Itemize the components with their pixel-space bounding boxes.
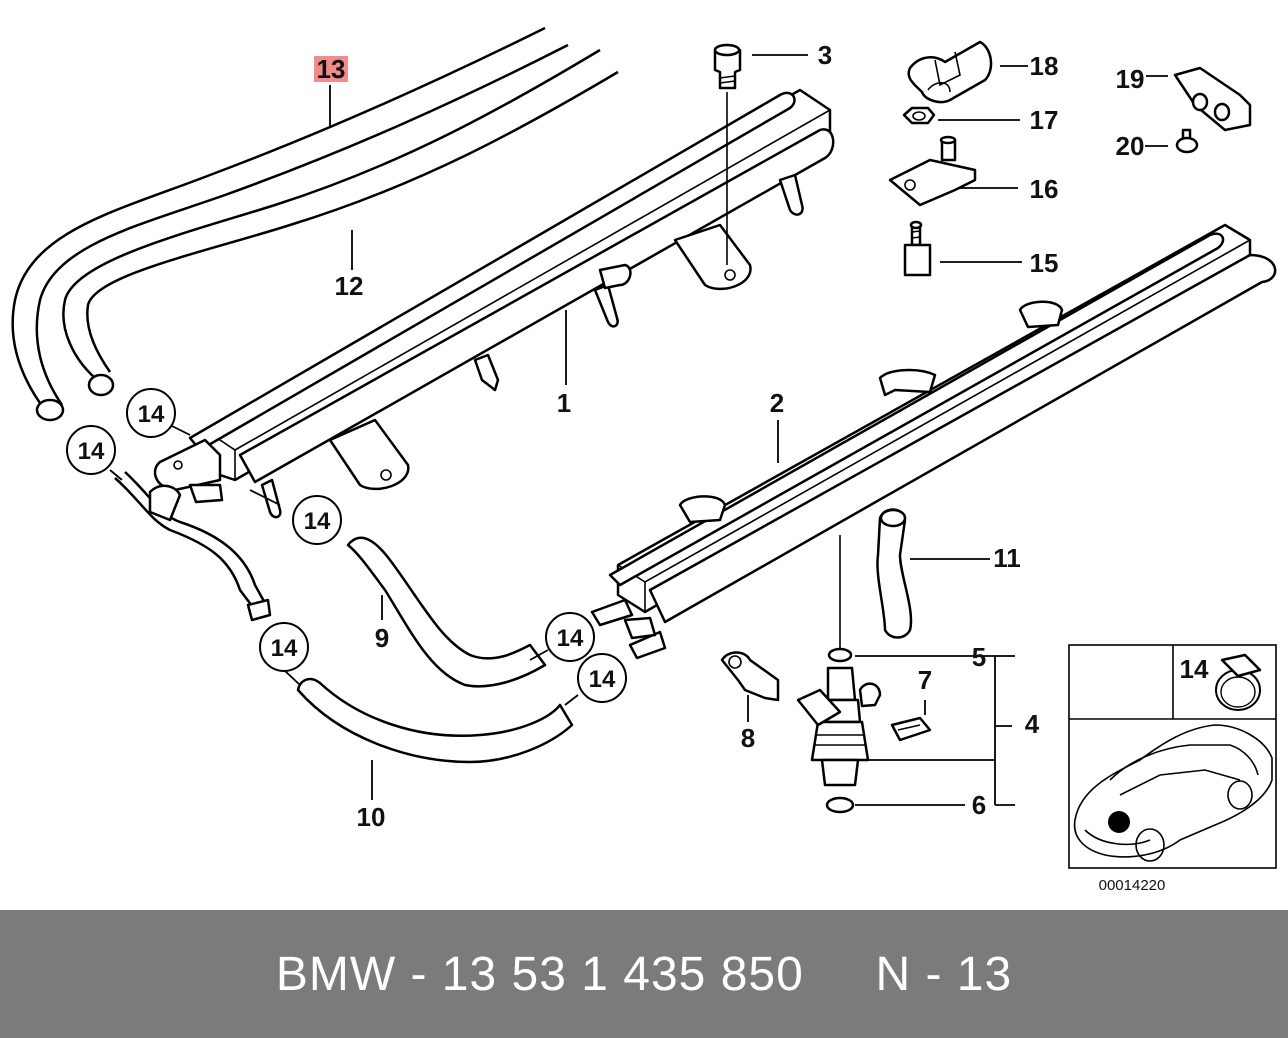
- label-7: 7: [918, 665, 932, 695]
- hose-13-end: [35, 398, 65, 422]
- clamp-bubble-label: 14: [138, 401, 165, 428]
- parts-diagram: 14 14 14 14 14 14 13 12 1 2 3 18 17 16 1…: [11, 26, 1277, 894]
- label-10: 10: [357, 802, 386, 832]
- clamp-bubble: 14: [126, 388, 176, 438]
- label-13: 13: [317, 54, 346, 84]
- label-6: 6: [972, 790, 986, 820]
- clamp-bubble: 14: [577, 653, 627, 703]
- label-19: 19: [1116, 64, 1145, 94]
- label-8: 8: [741, 723, 755, 753]
- clamp-bubble: 14: [66, 425, 116, 475]
- hose-13-outer: [11, 26, 569, 411]
- clamp-bubble: 14: [259, 622, 309, 672]
- clamp-bubble: 14: [292, 495, 342, 545]
- label-9: 9: [375, 623, 389, 653]
- label-16: 16: [1030, 174, 1059, 204]
- clamp-bubble-label: 14: [304, 508, 331, 535]
- part-18-bracket: [907, 40, 993, 104]
- part-number-caption: BMW - 13 53 1 435 850 N - 13: [275, 947, 1013, 1001]
- clamp-bubble: 14: [545, 612, 595, 662]
- clip-7: [890, 716, 932, 742]
- hose-12-end: [87, 373, 115, 397]
- hose-clamp-icon: [1215, 653, 1262, 711]
- fuel-rail-1: [153, 88, 835, 519]
- part-17-nut: [902, 106, 936, 125]
- label-2: 2: [770, 388, 784, 418]
- label-20: 20: [1116, 131, 1145, 161]
- part-15-spacer: [903, 220, 932, 277]
- label-15: 15: [1030, 248, 1059, 278]
- hose-12-inner: [62, 48, 619, 379]
- bolt-3: [713, 43, 742, 265]
- part-16-bracket: [888, 135, 977, 207]
- clamp-bubble-label: 14: [557, 625, 584, 652]
- clamp-bubble-label: 14: [271, 635, 298, 662]
- hose-10: [296, 677, 574, 764]
- part-20-screw: [1175, 128, 1199, 154]
- label-11: 11: [993, 543, 1021, 573]
- highlight-13: [314, 56, 348, 82]
- hose-11: [876, 508, 913, 639]
- label-1: 1: [557, 388, 571, 418]
- label-18: 18: [1030, 51, 1059, 81]
- label-12: 12: [335, 271, 364, 301]
- label-17: 17: [1030, 105, 1059, 135]
- hose-9: [346, 536, 547, 688]
- label-4: 4: [1025, 709, 1040, 739]
- clamp-bubble-label: 14: [589, 666, 616, 693]
- leader-lines: [109, 54, 1168, 806]
- part-19-holder: [1173, 66, 1252, 132]
- car-location-icon: [1073, 724, 1273, 862]
- footer-bar: BMW - 13 53 1 435 850 N - 13: [0, 910, 1288, 1038]
- label-3: 3: [818, 40, 832, 70]
- fuel-rail-2: [590, 223, 1277, 660]
- inset-clamp-label: 14: [1180, 654, 1209, 684]
- label-5: 5: [972, 642, 986, 672]
- clip-8: [720, 651, 780, 702]
- inset-box: 14: [1068, 644, 1277, 869]
- clamp-bubble-label: 14: [78, 438, 105, 465]
- fuel-line-left: [114, 471, 272, 622]
- injector-4: [796, 535, 882, 814]
- diagram-code: 00014220: [1099, 877, 1166, 894]
